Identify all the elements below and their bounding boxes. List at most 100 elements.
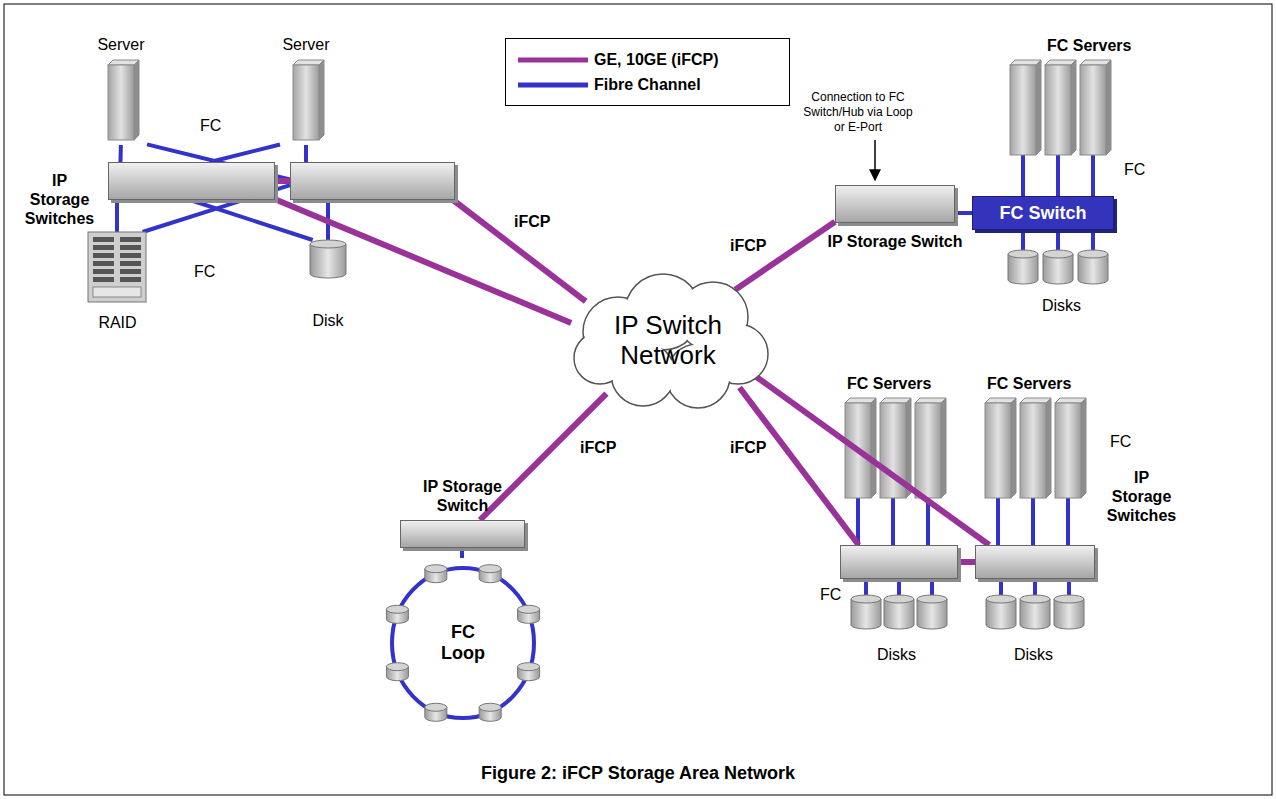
server-node: Server <box>95 35 147 145</box>
node-text: IP Storage Switches <box>1104 468 1179 525</box>
graphic-part <box>120 269 141 274</box>
graphic-part <box>915 403 941 498</box>
graphic-part <box>1020 595 1050 603</box>
raid-icon <box>88 232 146 302</box>
server-icon <box>1045 60 1076 155</box>
graphic-part <box>93 277 114 282</box>
ifcp-link <box>275 178 290 184</box>
graphic-part <box>941 398 946 498</box>
disk-icon <box>518 663 540 681</box>
part-label: FC <box>198 116 223 135</box>
server-icon <box>985 398 1016 498</box>
fc-link <box>118 145 122 162</box>
graphic-part <box>386 605 408 613</box>
graphic-part <box>1055 403 1081 498</box>
ip-storage-switch: IP Storage Switch <box>400 520 525 548</box>
graphic-part <box>1043 250 1073 258</box>
callout-note: Connection to FC Switch/Hub via Loop or … <box>800 90 916 135</box>
part-label: FC Servers <box>985 374 1074 393</box>
graphic-part <box>917 595 947 603</box>
graphic-part <box>1081 398 1086 498</box>
server-icon <box>1080 60 1111 155</box>
part-label: FC <box>192 262 217 281</box>
graphic-part <box>310 244 346 278</box>
disk-icon <box>386 663 408 681</box>
graphic-part <box>425 703 447 711</box>
graphic-part <box>310 240 346 248</box>
graphic-part <box>851 595 881 603</box>
fc-wire <box>1031 495 1035 547</box>
legend-row: Fibre Channel <box>516 72 779 97</box>
node-text: Disk <box>288 311 368 330</box>
graphic-part <box>871 398 876 498</box>
disk-icon <box>425 703 447 721</box>
ifcp-link <box>754 375 989 545</box>
disk-icon <box>1043 250 1073 284</box>
raid-node: RAID <box>85 232 150 332</box>
disk-icon <box>986 595 1016 629</box>
server-icon <box>293 60 324 140</box>
graphic-part <box>1036 60 1041 155</box>
cloud-fill <box>575 333 625 383</box>
legend-box: GE, 10GE (iFCP) Fibre Channel <box>505 38 790 106</box>
ifcp-link <box>275 199 571 323</box>
graphic-part <box>479 565 501 573</box>
graphic-part <box>985 403 1011 498</box>
legend-row: GE, 10GE (iFCP) <box>516 47 779 72</box>
legend-swatch <box>516 53 594 67</box>
graphic-part <box>93 237 114 242</box>
part-label: FC Servers <box>845 374 934 393</box>
ifcp-link <box>958 559 975 565</box>
server-icon <box>1055 398 1086 498</box>
disk-icon <box>1078 250 1108 284</box>
node-text: Server <box>270 35 342 54</box>
part-label: Disks <box>875 645 918 664</box>
server-icon <box>915 398 946 498</box>
graphic-part <box>88 232 146 302</box>
disk-icon <box>310 240 346 278</box>
figure-caption: Figure 2: iFCP Storage Area Network <box>0 763 1276 784</box>
ip-network-cloud: IP Switch Network <box>568 272 768 408</box>
server-icon <box>1020 398 1051 498</box>
fc-devices <box>845 60 1111 629</box>
graphic-part <box>93 245 114 250</box>
disk-icon <box>1054 595 1084 629</box>
fc-wire <box>1056 228 1060 252</box>
graphic-part <box>120 237 141 242</box>
graphic-part <box>1046 398 1051 498</box>
part-label: FC Servers <box>1045 36 1134 55</box>
legend-swatch-line <box>518 57 588 62</box>
ip-storage-switch: IP Storage Switches <box>108 162 275 200</box>
fc-link <box>210 145 280 163</box>
graphic-part <box>386 663 408 671</box>
graphic-part <box>93 253 114 258</box>
graphic-part <box>1045 65 1071 155</box>
graphic-part <box>1078 250 1108 258</box>
fc-wire <box>996 495 1000 547</box>
legend-text: GE, 10GE (iFCP) <box>594 51 718 69</box>
server-icon <box>845 398 876 498</box>
fc-link <box>955 211 972 215</box>
disk-icon <box>386 605 408 623</box>
ip-storage-switch: IP Storage Switch <box>835 185 955 223</box>
disk-icon <box>1008 250 1038 284</box>
disk-icon <box>518 605 540 623</box>
fc-wire <box>891 495 895 547</box>
disk-icon <box>1020 595 1050 629</box>
graphic-part <box>319 60 324 140</box>
graphic-part <box>1106 60 1111 155</box>
graphic-part <box>1071 60 1076 155</box>
legend-swatch-line <box>518 82 588 87</box>
graphic-part <box>1010 65 1036 155</box>
disk-icon <box>917 595 947 629</box>
fc-wire <box>1021 228 1025 252</box>
graphic-part <box>120 277 141 282</box>
disk-icon <box>425 565 447 583</box>
graphic-part <box>120 245 141 250</box>
figure-frame <box>4 4 1272 795</box>
disk-icon <box>479 565 501 583</box>
edge-label: iFCP <box>728 438 768 457</box>
fc-wire <box>1021 150 1025 198</box>
ifcp-link <box>735 222 835 290</box>
